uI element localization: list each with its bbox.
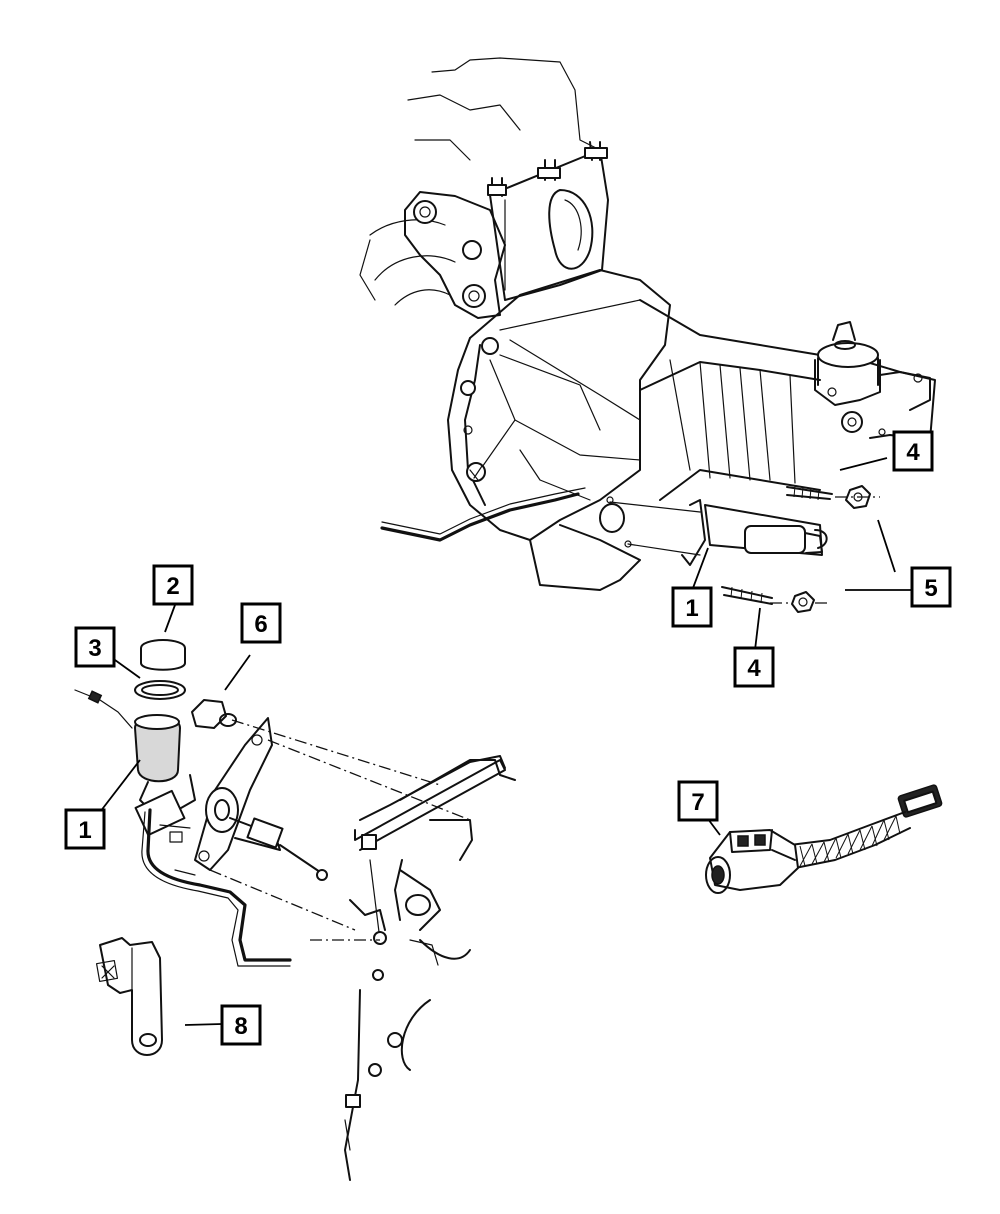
master-cylinder-assembly — [74, 639, 516, 1181]
callout-4-lower: 4 — [733, 646, 775, 688]
callout-3: 3 — [74, 626, 116, 668]
leader-lines — [99, 457, 912, 1026]
callout-label: 5 — [924, 575, 937, 602]
clutch-switch-harness — [705, 784, 943, 894]
callout-label: 8 — [234, 1013, 247, 1040]
callout-label: 6 — [254, 611, 267, 638]
callout-6: 6 — [240, 602, 282, 644]
callout-1-transmission: 1 — [671, 586, 713, 628]
callout-label: 1 — [685, 595, 698, 622]
callout-label: 1 — [78, 817, 91, 844]
callout-label: 3 — [88, 635, 101, 662]
clutch-bracket — [95, 937, 163, 1056]
callout-label: 7 — [691, 789, 704, 816]
transmission-assembly — [359, 57, 936, 613]
callout-1-master-cylinder: 1 — [64, 808, 106, 850]
callout-4-upper: 4 — [892, 430, 934, 472]
callout-5: 5 — [910, 566, 952, 608]
callout-label: 2 — [166, 573, 179, 600]
callout-2: 2 — [152, 564, 194, 606]
callout-label: 4 — [906, 439, 920, 466]
callout-7: 7 — [677, 780, 719, 822]
callout-label: 4 — [747, 655, 761, 682]
callout-8: 8 — [220, 1004, 262, 1046]
